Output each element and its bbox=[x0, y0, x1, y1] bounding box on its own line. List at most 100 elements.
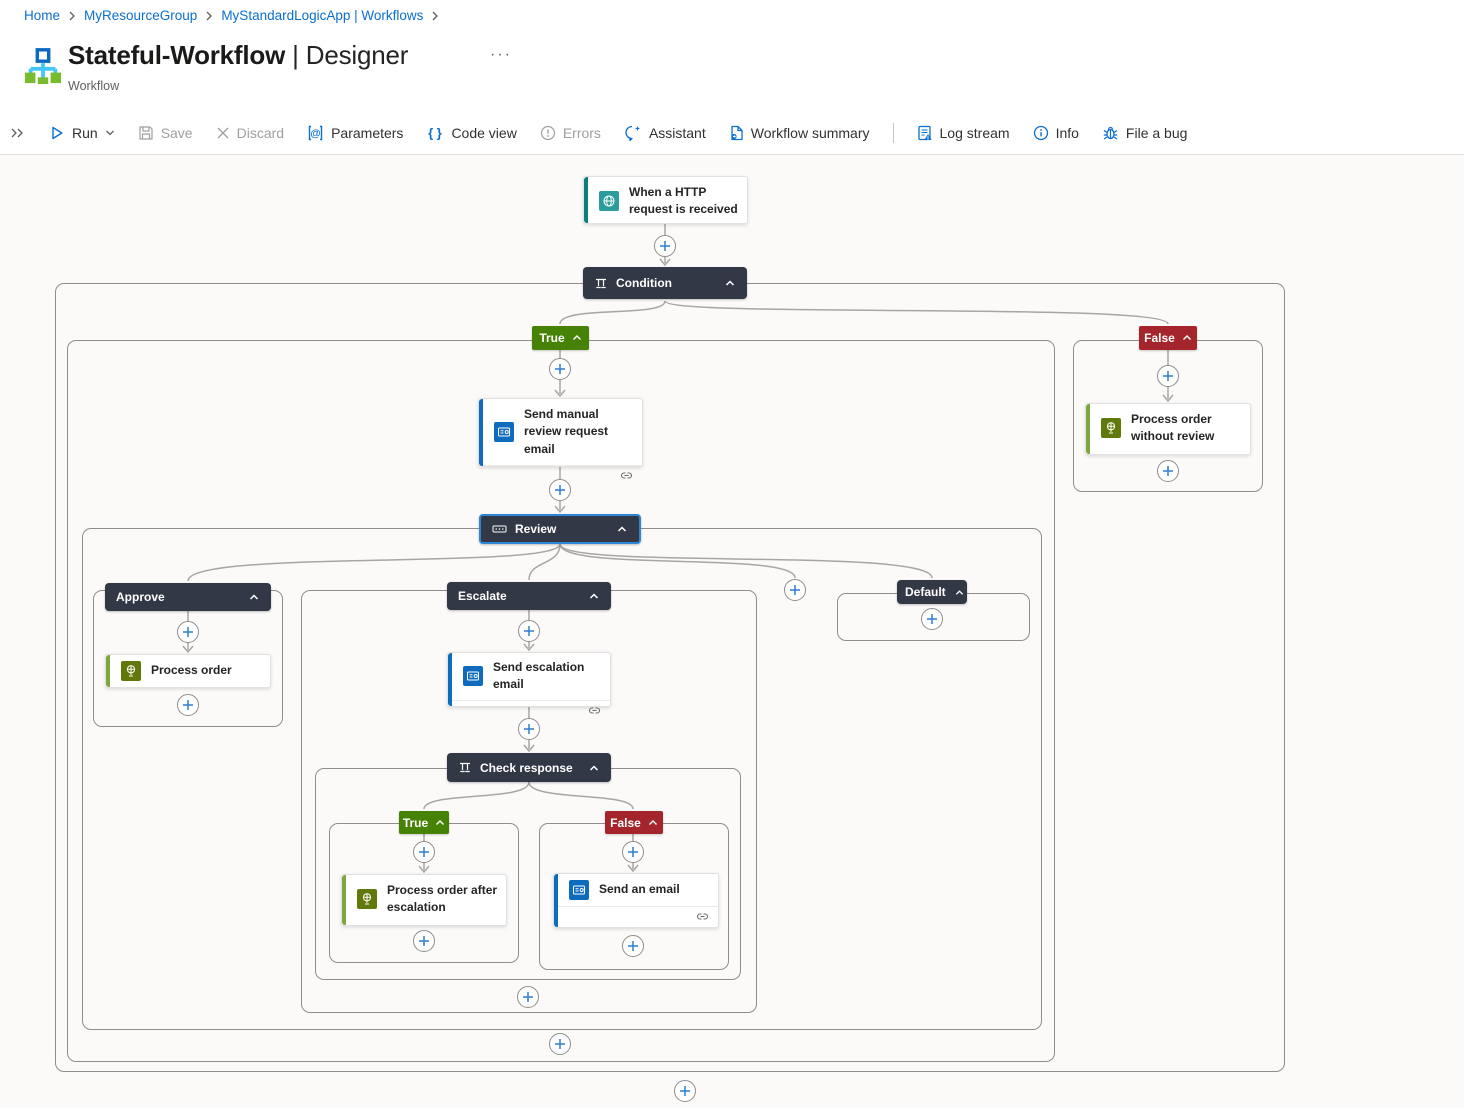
info-button[interactable]: Info bbox=[1033, 125, 1079, 141]
add-step-button[interactable] bbox=[1157, 365, 1179, 387]
document-icon bbox=[731, 125, 743, 141]
add-step-button[interactable] bbox=[549, 358, 571, 380]
assistant-button[interactable]: Assistant bbox=[624, 125, 706, 141]
email-color-bar bbox=[554, 874, 558, 927]
send-manual-review-card[interactable]: Send manual review request email bbox=[478, 398, 643, 479]
action-label: Send escalation email bbox=[493, 660, 585, 692]
more-options-button[interactable]: ··· bbox=[490, 46, 512, 63]
designer-canvas[interactable]: When a HTTP request is received Conditio… bbox=[0, 155, 1464, 1108]
process-order-without-review-card[interactable]: Process order without review bbox=[1085, 403, 1251, 455]
add-step-button[interactable] bbox=[549, 1033, 571, 1055]
log-stream-button[interactable]: Log stream bbox=[917, 125, 1010, 141]
svg-text:{ }: { } bbox=[429, 126, 443, 141]
breadcrumb: Home MyResourceGroup MyStandardLogicApp … bbox=[24, 8, 439, 23]
http-request-icon bbox=[599, 191, 619, 212]
code-view-button[interactable]: { } Code view bbox=[426, 125, 517, 141]
escalate-case-header[interactable]: Escalate bbox=[447, 582, 611, 610]
discard-button[interactable]: Discard bbox=[216, 125, 284, 141]
chevron-right-icon bbox=[205, 11, 213, 21]
run-button[interactable]: Run bbox=[49, 125, 115, 141]
trigger-label: When a HTTP request is received bbox=[629, 185, 738, 217]
send-escalation-email-card[interactable]: Send escalation email bbox=[447, 652, 611, 714]
add-step-button[interactable] bbox=[177, 694, 199, 716]
false-branch-label[interactable]: False bbox=[1139, 326, 1197, 350]
approve-case-header[interactable]: Approve bbox=[105, 583, 271, 611]
condition-label: Condition bbox=[616, 276, 672, 290]
breadcrumb-home[interactable]: Home bbox=[24, 8, 61, 23]
chevron-down-icon bbox=[105, 130, 114, 136]
check-false-label[interactable]: False bbox=[605, 811, 663, 834]
process-color-bar bbox=[1086, 404, 1090, 454]
default-label: Default bbox=[905, 585, 946, 599]
collapse-chevron-icon bbox=[572, 335, 581, 340]
process-color-bar bbox=[106, 655, 110, 687]
add-step-button[interactable] bbox=[177, 621, 199, 643]
add-step-button[interactable] bbox=[413, 841, 435, 863]
condition-icon bbox=[460, 762, 470, 773]
process-order-after-escalation-card[interactable]: Process order after escalation bbox=[341, 874, 507, 926]
action-label: Send manual review request email bbox=[524, 407, 609, 456]
email-color-bar bbox=[479, 399, 483, 466]
title-separator: | bbox=[292, 40, 299, 70]
collapse-chevron-icon bbox=[648, 819, 657, 825]
collapse-chevron-icon[interactable] bbox=[248, 592, 260, 602]
breadcrumb-resource-group[interactable]: MyResourceGroup bbox=[84, 8, 198, 23]
errors-button[interactable]: Errors bbox=[540, 125, 601, 141]
default-case-header[interactable]: Default bbox=[897, 580, 967, 604]
collapse-chevron-icon[interactable] bbox=[954, 588, 965, 597]
bug-icon bbox=[1103, 126, 1118, 140]
add-step-button[interactable] bbox=[549, 479, 571, 501]
link-icon bbox=[588, 707, 601, 714]
add-step-button[interactable] bbox=[518, 620, 540, 642]
condition-header[interactable]: Condition bbox=[583, 267, 747, 299]
error-circle-icon bbox=[540, 125, 555, 141]
add-step-button[interactable] bbox=[921, 608, 943, 630]
review-switch-header[interactable]: Review bbox=[479, 514, 641, 544]
add-step-button[interactable] bbox=[413, 930, 435, 952]
collapse-chevron-icon bbox=[1182, 335, 1191, 340]
workflow-name: Stateful-Workflow bbox=[68, 40, 286, 70]
collapse-chevron-icon[interactable] bbox=[724, 278, 736, 288]
workflow-icon bbox=[24, 46, 62, 84]
send-an-email-card[interactable]: Send an email bbox=[553, 873, 719, 928]
collapse-chevron-icon bbox=[436, 819, 445, 825]
office-process-icon bbox=[1101, 418, 1121, 439]
collapse-chevron-icon[interactable] bbox=[588, 591, 600, 601]
add-step-button[interactable] bbox=[622, 935, 644, 957]
add-step-button[interactable] bbox=[622, 841, 644, 863]
collapse-chevron-icon[interactable] bbox=[588, 763, 600, 773]
add-case-button[interactable] bbox=[784, 579, 806, 601]
trigger-color-bar bbox=[584, 177, 588, 223]
condition-icon bbox=[596, 278, 606, 288]
chevron-right-icon bbox=[431, 11, 439, 21]
add-step-button[interactable] bbox=[518, 718, 540, 740]
collapse-chevron-icon[interactable] bbox=[616, 524, 628, 534]
workflow-summary-button[interactable]: Workflow summary bbox=[729, 125, 870, 141]
check-response-header[interactable]: Check response bbox=[447, 753, 611, 782]
outlook-email-icon bbox=[494, 422, 514, 443]
trigger-card[interactable]: When a HTTP request is received bbox=[583, 176, 748, 224]
parameters-button[interactable]: @ Parameters bbox=[307, 125, 403, 141]
breadcrumb-logic-app[interactable]: MyStandardLogicApp | Workflows bbox=[221, 8, 424, 23]
link-icon bbox=[696, 913, 709, 920]
file-a-bug-button[interactable]: File a bug bbox=[1102, 125, 1187, 141]
action-label: Process order bbox=[151, 663, 232, 678]
page-subtitle: Workflow bbox=[68, 79, 120, 93]
toolbar-divider bbox=[0, 154, 1464, 155]
approve-label: Approve bbox=[116, 590, 165, 604]
process-order-card[interactable]: Process order bbox=[105, 654, 271, 688]
true-branch-label[interactable]: True bbox=[532, 326, 589, 350]
add-step-button[interactable] bbox=[517, 986, 539, 1008]
command-bar: Run Save Discard @ Parameters { } Code v… bbox=[10, 116, 1187, 150]
outlook-email-icon bbox=[569, 880, 589, 900]
save-button[interactable]: Save bbox=[138, 125, 193, 141]
check-true-label[interactable]: True bbox=[399, 811, 449, 834]
log-stream-icon bbox=[917, 125, 932, 141]
play-icon bbox=[52, 126, 63, 140]
add-step-button[interactable] bbox=[1157, 460, 1179, 482]
action-label: Send an email bbox=[599, 882, 680, 897]
add-step-button[interactable] bbox=[674, 1080, 696, 1102]
switch-icon bbox=[492, 525, 507, 533]
add-step-button[interactable] bbox=[654, 235, 676, 257]
double-chevron-icon[interactable] bbox=[10, 127, 24, 139]
